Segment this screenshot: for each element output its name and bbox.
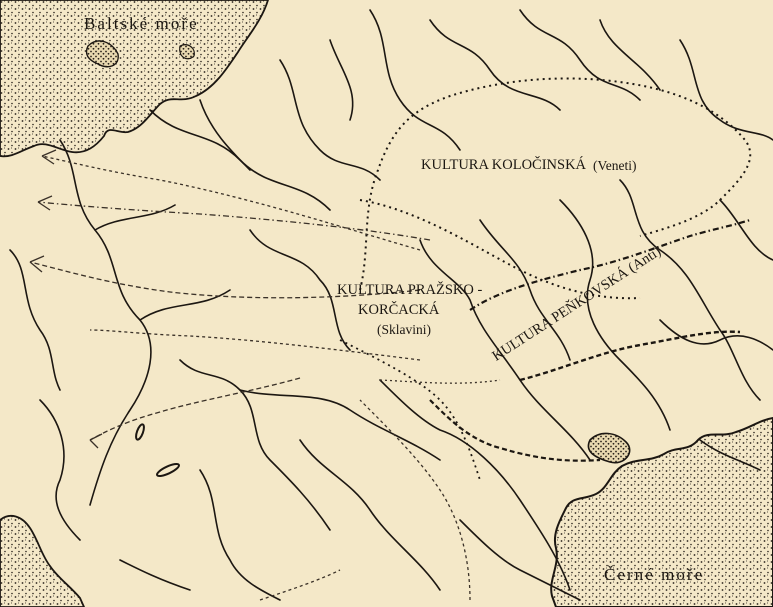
migration-arrows [29, 149, 501, 601]
black-sea [550, 416, 773, 607]
prazsko-culture-label-line2: KORČACKÁ [358, 302, 440, 318]
culture-boundaries [339, 77, 752, 481]
black-sea-label: Černé moře [604, 565, 705, 584]
baltic-sea [0, 0, 269, 158]
rivers [9, 9, 773, 601]
prazsko-culture-label-line1: KULTURA PRAŽSKO - [337, 282, 483, 298]
adriatic-sea [0, 514, 85, 607]
prazsko-people-label: (Sklavini) [377, 322, 431, 337]
baltic-sea-label: Baltské moře [84, 14, 199, 33]
lakes [135, 423, 180, 477]
kolocin-culture-label: KULTURA KOLOČINSKÁ [421, 157, 587, 173]
kolocin-people-label: (Veneti) [593, 158, 637, 173]
